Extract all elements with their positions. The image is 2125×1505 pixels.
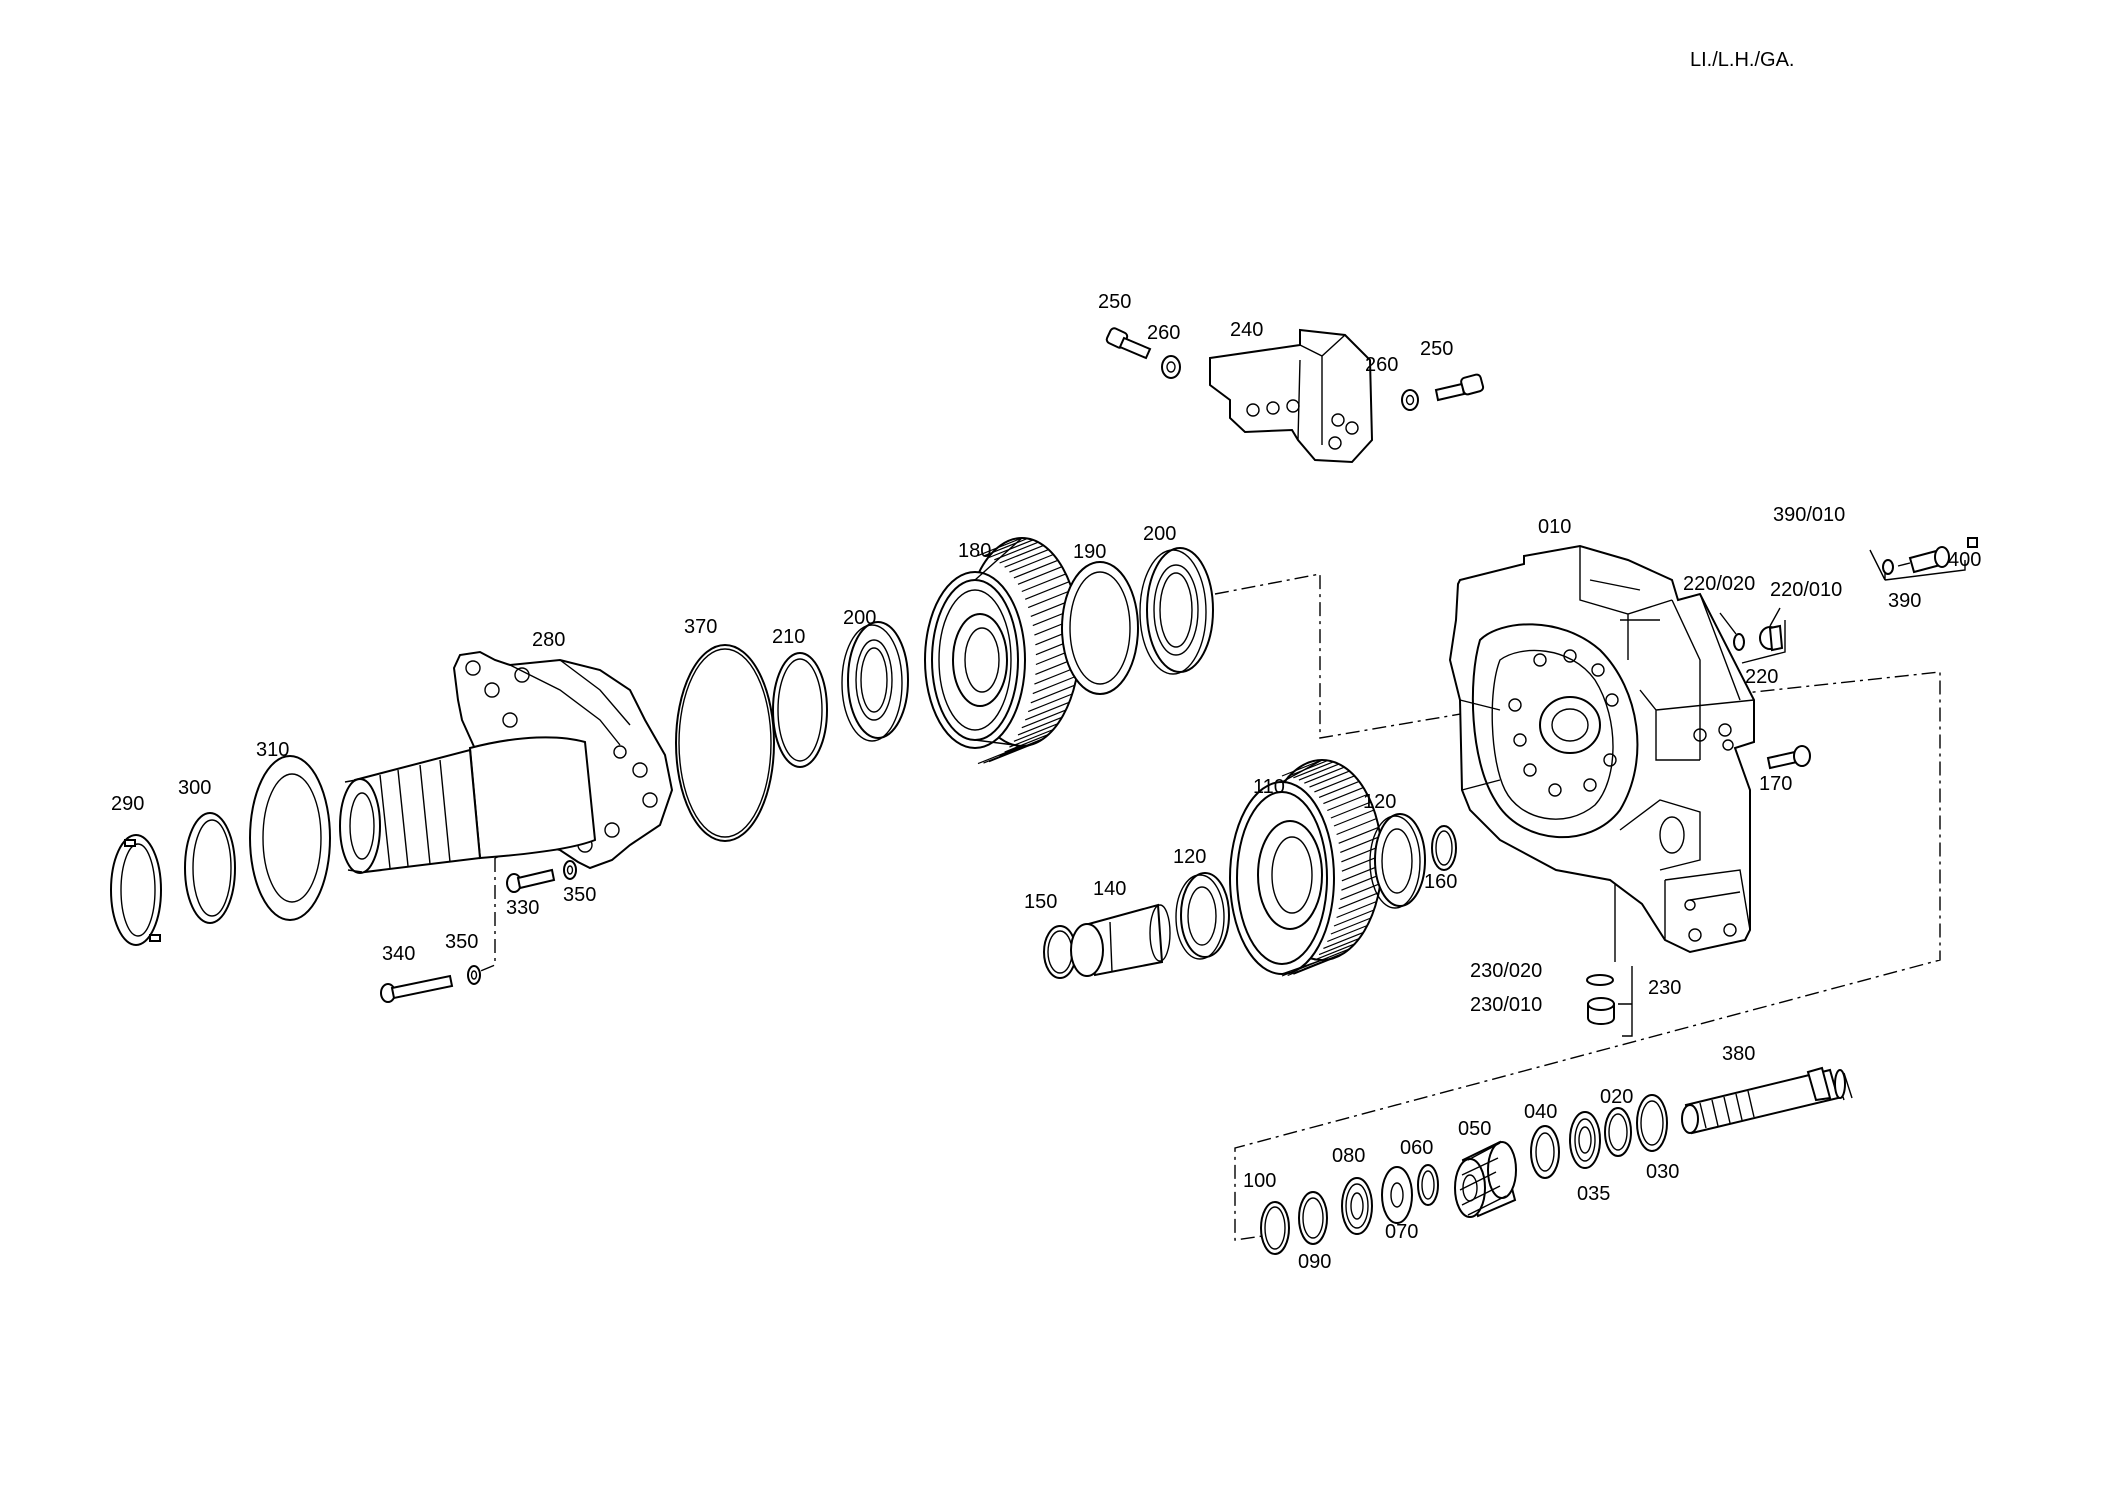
label-390: 390 (1888, 590, 1921, 612)
label-190: 190 (1073, 541, 1106, 563)
bracket-240 (1209, 328, 1374, 464)
ring-210 (772, 652, 828, 768)
label-210: 210 (772, 626, 805, 648)
label-200-right: 200 (1143, 523, 1176, 545)
ring-160 (1431, 825, 1457, 871)
shaft-380 (1681, 1066, 1853, 1135)
label-070: 070 (1385, 1221, 1418, 1243)
label-260-right: 260 (1365, 354, 1398, 376)
bearing-120-right (1369, 813, 1426, 909)
nut-290 (110, 834, 162, 946)
hub-280 (339, 650, 674, 874)
label-330: 330 (506, 897, 539, 919)
label-250-right: 250 (1420, 338, 1453, 360)
washer-350-upper (563, 860, 577, 880)
bearing-200-left (841, 621, 909, 742)
bearing-035 (1569, 1111, 1601, 1169)
washer-310 (249, 755, 331, 921)
gear-teeth-lines (977, 537, 1081, 765)
ring-030 (1636, 1094, 1668, 1152)
label-310: 310 (256, 739, 289, 761)
gear-050 (1454, 1140, 1517, 1218)
label-290: 290 (111, 793, 144, 815)
leader-230 (1614, 878, 1633, 1037)
label-050: 050 (1458, 1118, 1491, 1140)
label-230-020: 230/020 (1470, 960, 1542, 982)
ring-060 (1417, 1164, 1439, 1206)
label-100: 100 (1243, 1170, 1276, 1192)
bolt-330 (506, 868, 556, 893)
ring-020 (1604, 1107, 1632, 1157)
ring-040 (1530, 1125, 1560, 1179)
bolt-170 (1766, 745, 1811, 770)
washer-350-lower (467, 965, 481, 985)
bearing-080 (1341, 1177, 1373, 1235)
ring-100 (1260, 1201, 1290, 1255)
bearing-120-left (1175, 872, 1230, 960)
label-400: 400 (1948, 549, 1981, 571)
bolt-250-right (1434, 373, 1485, 402)
label-040: 040 (1524, 1101, 1557, 1123)
assembly-line-lower (1234, 671, 1941, 1241)
gear-110 (1229, 759, 1383, 977)
label-090: 090 (1298, 1251, 1331, 1273)
housing-010 (1448, 544, 1755, 954)
label-120-left: 120 (1173, 846, 1206, 868)
label-160: 160 (1424, 871, 1457, 893)
label-170: 170 (1759, 773, 1792, 795)
label-300: 300 (178, 777, 211, 799)
label-200-left: 200 (843, 607, 876, 629)
label-060: 060 (1400, 1137, 1433, 1159)
plug-220-group (1719, 607, 1786, 664)
label-150: 150 (1024, 891, 1057, 913)
plug-230-group (1586, 974, 1615, 1025)
label-280: 280 (532, 629, 565, 651)
drawing-reference: LI./L.H./GA. (1690, 49, 1794, 71)
label-180: 180 (958, 540, 991, 562)
label-020: 020 (1600, 1086, 1633, 1108)
label-010: 010 (1538, 516, 1571, 538)
assembly-line-bolts (477, 858, 496, 973)
ring-300 (184, 812, 236, 924)
label-260-left: 260 (1147, 322, 1180, 344)
label-220-020: 220/020 (1683, 573, 1755, 595)
bolt-340 (380, 974, 454, 1003)
label-220: 220 (1745, 666, 1778, 688)
label-110: 110 (1253, 776, 1285, 798)
label-350-lower: 350 (445, 931, 478, 953)
ring-090 (1298, 1191, 1328, 1245)
bolt-250-left (1105, 327, 1152, 360)
label-140: 140 (1093, 878, 1126, 900)
washer-260-right (1401, 389, 1419, 411)
label-340: 340 (382, 943, 415, 965)
label-220-010: 220/010 (1770, 579, 1842, 601)
plug-390-group (1869, 537, 1978, 581)
gear-teeth-lines (1281, 759, 1383, 977)
bearing-200-right (1139, 547, 1214, 675)
washer-070 (1381, 1166, 1413, 1224)
label-240: 240 (1230, 319, 1263, 341)
label-120-right: 120 (1363, 791, 1396, 813)
label-380: 380 (1722, 1043, 1755, 1065)
ring-190 (1061, 561, 1139, 695)
part-labels: 010 020 030 035 040 050 060 070 080 090 … (111, 291, 1981, 1273)
gear-180 (924, 537, 1081, 765)
label-350-upper: 350 (563, 884, 596, 906)
label-080: 080 (1332, 1145, 1365, 1167)
label-370: 370 (684, 616, 717, 638)
label-035: 035 (1577, 1183, 1610, 1205)
oring-370 (675, 644, 775, 842)
label-230: 230 (1648, 977, 1681, 999)
label-250-left: 250 (1098, 291, 1131, 313)
pin-140 (1070, 903, 1171, 977)
label-390-010: 390/010 (1773, 504, 1845, 526)
washer-260-left (1161, 355, 1181, 379)
label-230-010: 230/010 (1470, 994, 1542, 1016)
label-030: 030 (1646, 1161, 1679, 1183)
